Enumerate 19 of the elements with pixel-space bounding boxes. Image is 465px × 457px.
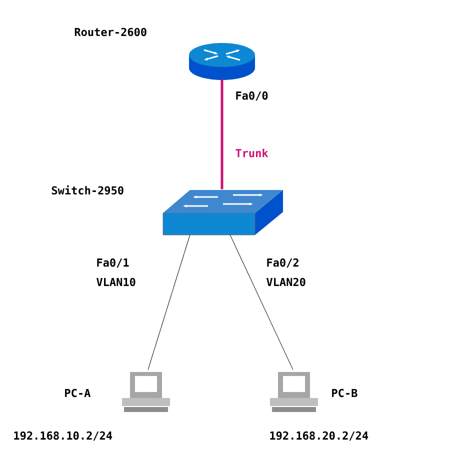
port-label: Fa0/1: [97, 258, 129, 268]
port-label: VLAN20: [266, 278, 306, 286]
port-label: Fa0/2: [267, 258, 298, 268]
device-label: PC-B: [332, 388, 358, 398]
device-label: 192.168.20.2/24: [270, 431, 368, 441]
device-label: PC-A: [65, 388, 91, 398]
connection-line: [148, 234, 190, 370]
connection-line: [230, 234, 294, 370]
connection-line: [220, 79, 224, 190]
device-label: Switch-2950: [52, 185, 124, 195]
port-label: VLAN10: [96, 278, 136, 286]
device-label: Router-2600: [74, 28, 146, 36]
router-icon: [189, 43, 255, 80]
edge-label: Trunk: [234, 148, 270, 158]
switch-icon: [162, 190, 283, 236]
computer-icon: [270, 372, 318, 412]
computer-icon: [122, 372, 170, 412]
port-label: Fa0/0: [236, 91, 268, 101]
device-label: 192.168.10.2/24: [14, 431, 112, 441]
